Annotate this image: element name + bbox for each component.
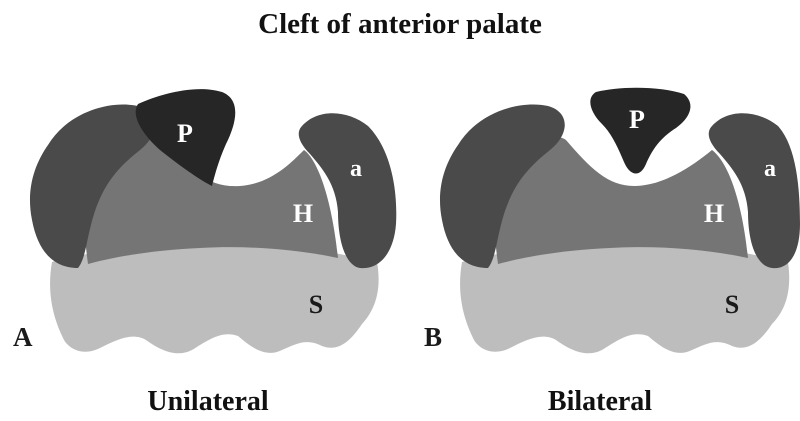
label-alveolar-b: a [764,156,776,182]
label-premaxilla-b: P [629,105,645,134]
label-hard-palate-a: H [293,199,313,228]
label-premaxilla-a: P [177,119,193,148]
label-hard-palate-b: H [704,199,724,228]
panel-letter-b: B [424,322,442,352]
panel-letter-a: A [13,322,33,352]
panel-a: P a H S A [13,89,396,353]
caption-bilateral: Bilateral [520,386,680,418]
panel-b: P a H S B [424,88,800,354]
label-soft-palate-b: S [725,290,739,319]
caption-unilateral: Unilateral [118,386,298,418]
label-soft-palate-a: S [309,290,323,319]
label-alveolar-a: a [350,156,362,182]
